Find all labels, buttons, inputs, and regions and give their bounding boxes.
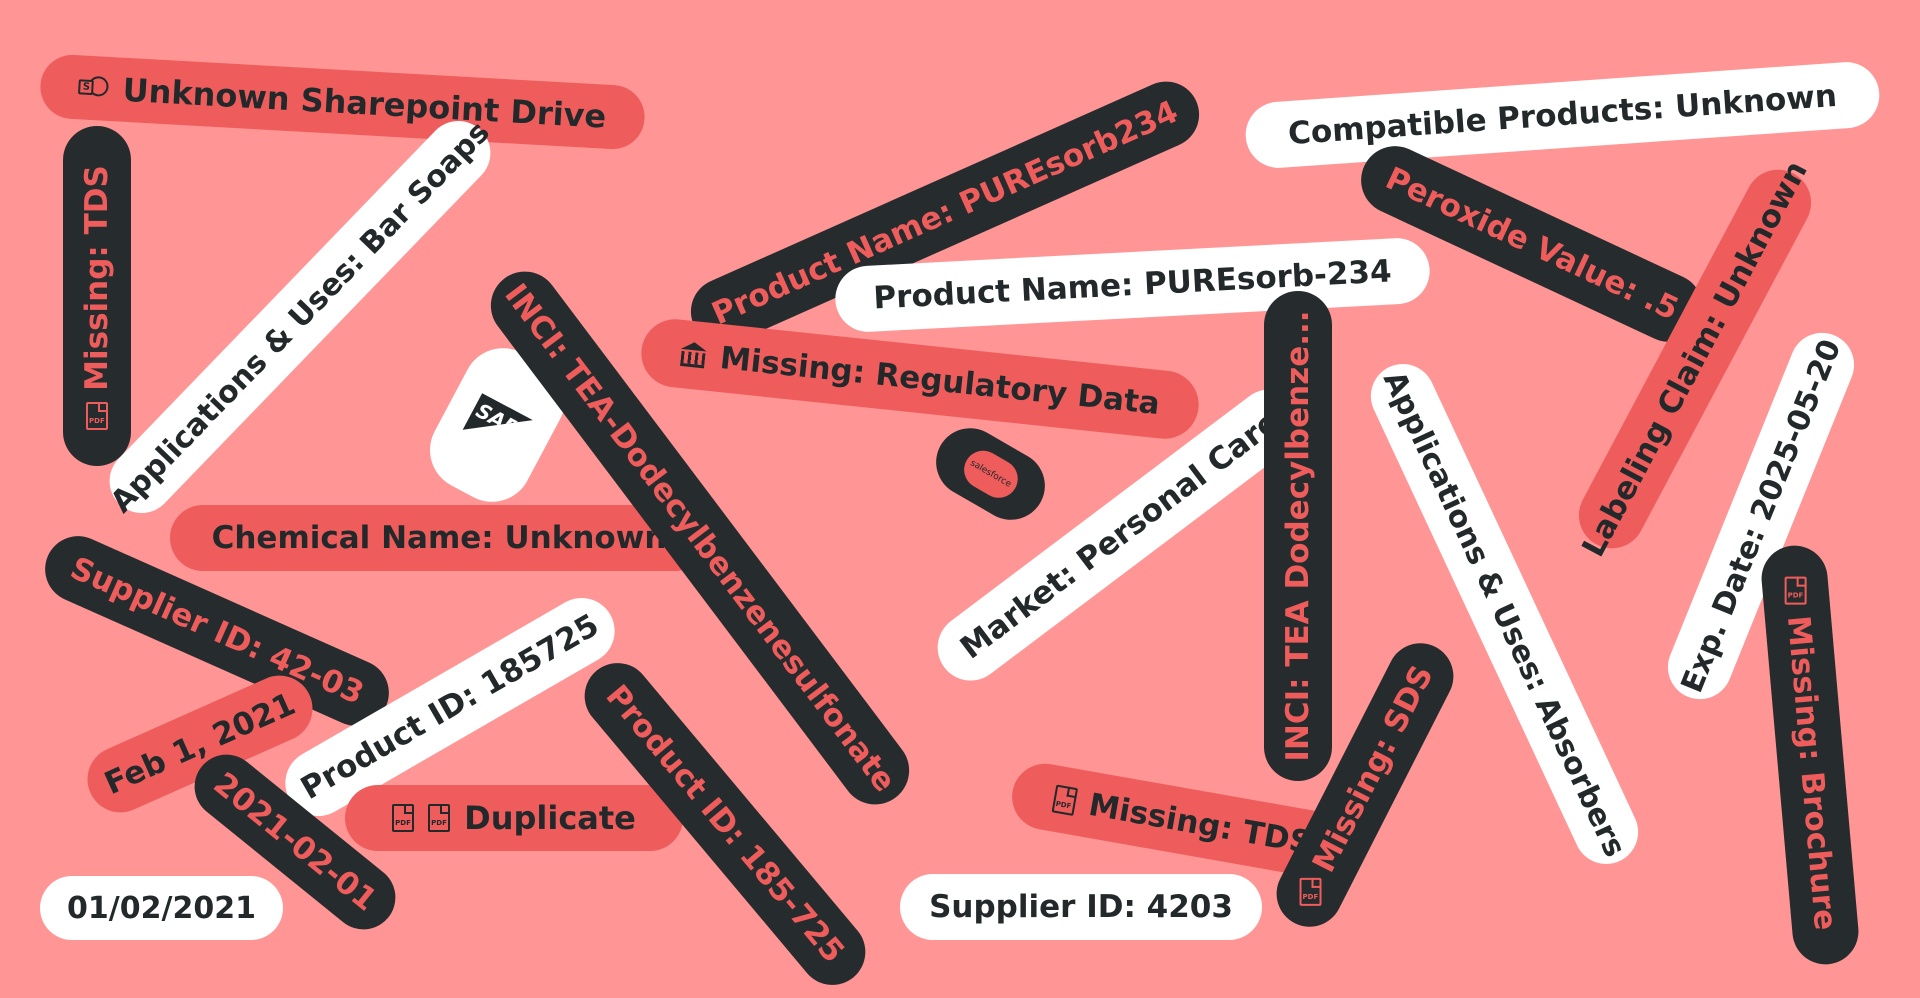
tag-label: Unknown Sharepoint Drive bbox=[121, 70, 608, 136]
tag-label: Duplicate bbox=[464, 799, 636, 837]
tag-inci-tea-dodecylbenze: INCI: TEA Dodecylbenze... bbox=[1264, 291, 1332, 781]
tag-label: 01/02/2021 bbox=[67, 890, 256, 926]
pdf-icon: PDF bbox=[428, 804, 451, 832]
tag-label: INCI: TEA Dodecylbenze... bbox=[1280, 310, 1316, 762]
tag-date-01-02-2021: 01/02/2021 bbox=[40, 876, 283, 940]
bank-icon bbox=[679, 341, 708, 370]
tag-duplicate: PDF PDF Duplicate bbox=[345, 785, 683, 851]
pdf-icon: PDF bbox=[1784, 576, 1807, 605]
tag-applications-absorbers: Applications & Uses: Absorbers bbox=[1360, 353, 1649, 875]
tag-chemical-name: Chemical Name: Unknown bbox=[170, 505, 708, 571]
tag-label: Supplier ID: 42-03 bbox=[64, 550, 370, 712]
salesforce-logo-mark: salesforce bbox=[956, 443, 1025, 505]
tag-label: Applications & Uses: Absorbers bbox=[1376, 365, 1633, 863]
salesforce-logo: salesforce bbox=[923, 415, 1058, 533]
pdf-icon: PDF bbox=[86, 401, 108, 430]
tag-supplier-id-4203: Supplier ID: 4203 bbox=[900, 874, 1262, 940]
tag-unknown-sharepoint: S Unknown Sharepoint Drive bbox=[38, 53, 647, 151]
tag-missing-brochure: PDF Missing: Brochure bbox=[1758, 542, 1862, 968]
tag-missing-tds: PDF Missing: TDS bbox=[63, 126, 131, 466]
pdf-icon: PDF bbox=[1299, 878, 1322, 907]
pdf-icon: PDF bbox=[392, 804, 415, 832]
tag-label: Chemical Name: Unknown bbox=[211, 520, 667, 556]
tag-compatible-products: Compatible Products: Unknown bbox=[1243, 59, 1882, 171]
pdf-icon: PDF bbox=[1051, 784, 1078, 816]
tag-label: Peroxide Value: .5 bbox=[1380, 160, 1684, 328]
tag-label: Missing: Brochure bbox=[1779, 614, 1844, 932]
tag-label: Missing: TDS bbox=[79, 165, 115, 391]
sap-logo-mark: SAP bbox=[462, 393, 533, 457]
sharepoint-icon: S bbox=[78, 73, 110, 103]
tag-missing-regulatory-data: Missing: Regulatory Data bbox=[637, 315, 1203, 443]
tag-label: Missing: TDS bbox=[1085, 786, 1315, 862]
tag-label: Compatible Products: Unknown bbox=[1286, 77, 1839, 153]
tag-label: Supplier ID: 4203 bbox=[929, 889, 1233, 925]
tag-label: Missing: Regulatory Data bbox=[718, 340, 1162, 423]
